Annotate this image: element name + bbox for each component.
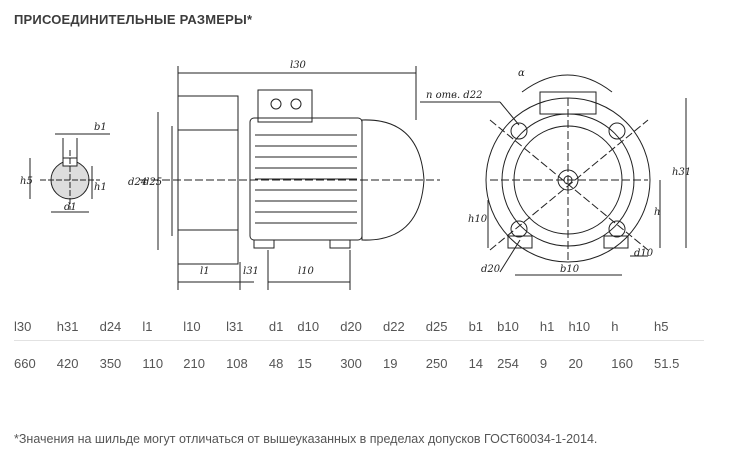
table-value-cell: 19 bbox=[382, 355, 398, 371]
table-value-cell: 160 bbox=[611, 355, 633, 371]
motor-end-view bbox=[420, 74, 687, 276]
table-value-cell: 110 bbox=[142, 355, 164, 371]
motor-side-view bbox=[140, 66, 440, 290]
label-d24: d24 bbox=[128, 177, 147, 188]
table-header-cell: h31 bbox=[56, 312, 100, 341]
table-header-cell: l10 bbox=[183, 312, 227, 341]
table-value-cell: 254 bbox=[497, 355, 519, 371]
drawing-labels: l30 b1 h5 h1 d1 d24 d25 l1 l31 l10 n отв… bbox=[20, 60, 691, 277]
table-header-cell: l31 bbox=[226, 312, 269, 341]
label-alpha: α bbox=[518, 68, 525, 79]
shaft-section bbox=[29, 133, 110, 213]
table-header-cell: b10 bbox=[497, 312, 540, 341]
table-header-cell: l1 bbox=[142, 312, 184, 341]
table-value-cell: 660 bbox=[14, 355, 36, 371]
table-value-cell: 14 bbox=[468, 355, 484, 371]
table-value-row: 660 420 350 110 210 108 48 15 300 19 250… bbox=[14, 341, 704, 378]
label-h: h bbox=[654, 207, 660, 218]
table-header-cell: h10 bbox=[568, 312, 612, 341]
table-header-cell: d25 bbox=[425, 312, 469, 341]
label-h1: h1 bbox=[94, 182, 107, 193]
label-h31: h31 bbox=[672, 167, 691, 178]
table-header-cell: l30 bbox=[14, 312, 57, 341]
table-header-cell: h bbox=[611, 312, 655, 341]
table-header-row: l30 h31 d24 l1 l10 l31 d1 d10 d20 d22 d2… bbox=[14, 312, 704, 341]
table-header-cell: h1 bbox=[539, 312, 569, 341]
dimensions-table: l30 h31 d24 l1 l10 l31 d1 d10 d20 d22 d2… bbox=[14, 312, 704, 377]
table-header-cell: d10 bbox=[297, 312, 341, 341]
label-d25: d25 bbox=[143, 177, 162, 188]
label-d20: d20 bbox=[481, 264, 501, 275]
label-l31: l31 bbox=[243, 266, 259, 277]
table-header-cell: b1 bbox=[468, 312, 498, 341]
table-header-cell: d22 bbox=[382, 312, 426, 341]
table-value-cell: 300 bbox=[340, 355, 362, 371]
footnote: *Значения на шильде могут отличаться от … bbox=[14, 432, 598, 446]
label-l1: l1 bbox=[200, 266, 210, 277]
table-header-cell: d1 bbox=[268, 312, 298, 341]
technical-drawing: l30 b1 h5 h1 d1 d24 d25 l1 l31 l10 n отв… bbox=[20, 60, 691, 290]
label-n-otv-d22: n отв. d22 bbox=[426, 90, 482, 101]
table-header-cell: d24 bbox=[99, 312, 143, 341]
label-b1: b1 bbox=[94, 122, 107, 133]
label-l10: l10 bbox=[298, 266, 315, 277]
table-value-cell: 51.5 bbox=[654, 355, 680, 371]
table-value-cell: 15 bbox=[297, 355, 312, 371]
table-header-cell: d20 bbox=[340, 312, 383, 341]
label-d10: d10 bbox=[634, 248, 654, 259]
page-title: ПРИСОЕДИНИТЕЛЬНЫЕ РАЗМЕРЫ* bbox=[14, 12, 253, 27]
table-value-cell: 210 bbox=[183, 355, 205, 371]
label-l30: l30 bbox=[290, 60, 307, 71]
table-value-cell: 9 bbox=[539, 355, 548, 371]
table-value-cell: 250 bbox=[425, 355, 448, 371]
table-value-cell: 48 bbox=[268, 355, 284, 371]
table-header-cell: h5 bbox=[654, 312, 704, 341]
label-h5: h5 bbox=[20, 176, 33, 187]
label-b10: b10 bbox=[560, 264, 580, 275]
label-h10: h10 bbox=[468, 214, 488, 225]
table-value-cell: 108 bbox=[226, 355, 248, 371]
label-d1: d1 bbox=[64, 202, 77, 213]
table-value-cell: 350 bbox=[99, 355, 122, 371]
table-value-cell: 420 bbox=[56, 355, 79, 371]
table-value-cell: 20 bbox=[568, 355, 583, 371]
